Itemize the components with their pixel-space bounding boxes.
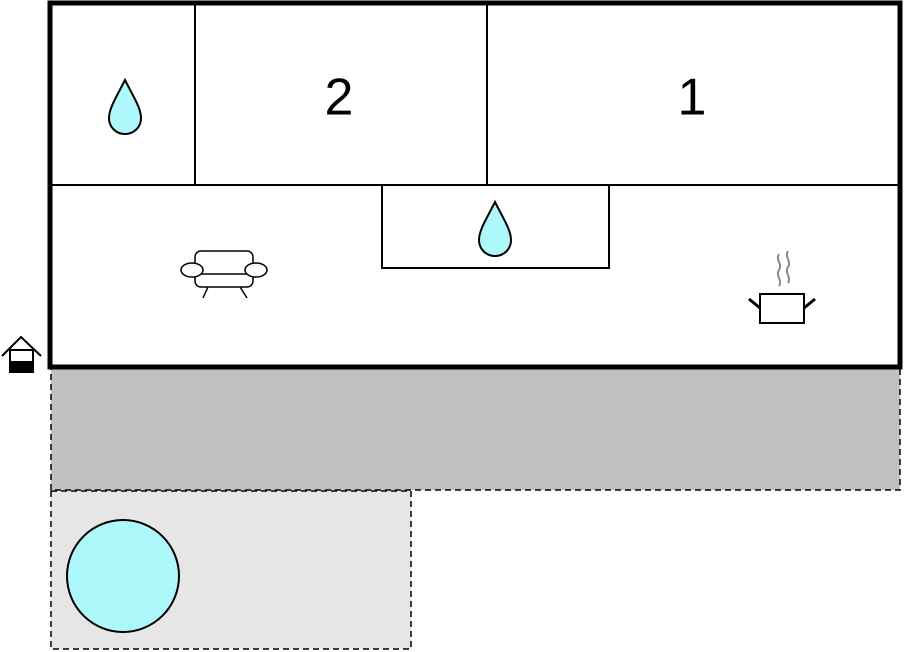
center-bathroom bbox=[381, 184, 610, 269]
house-entrance-icon bbox=[1, 335, 42, 373]
room-number-bedroom-1: 1 bbox=[678, 69, 707, 127]
sofa-icon bbox=[180, 250, 268, 299]
water-drop-icon bbox=[477, 199, 513, 258]
pool-icon bbox=[66, 519, 180, 633]
cooking-pot-icon bbox=[748, 250, 816, 324]
water-drop-icon bbox=[107, 77, 143, 136]
room-number-bedroom-2: 2 bbox=[325, 69, 354, 127]
terrace-area bbox=[50, 367, 901, 491]
